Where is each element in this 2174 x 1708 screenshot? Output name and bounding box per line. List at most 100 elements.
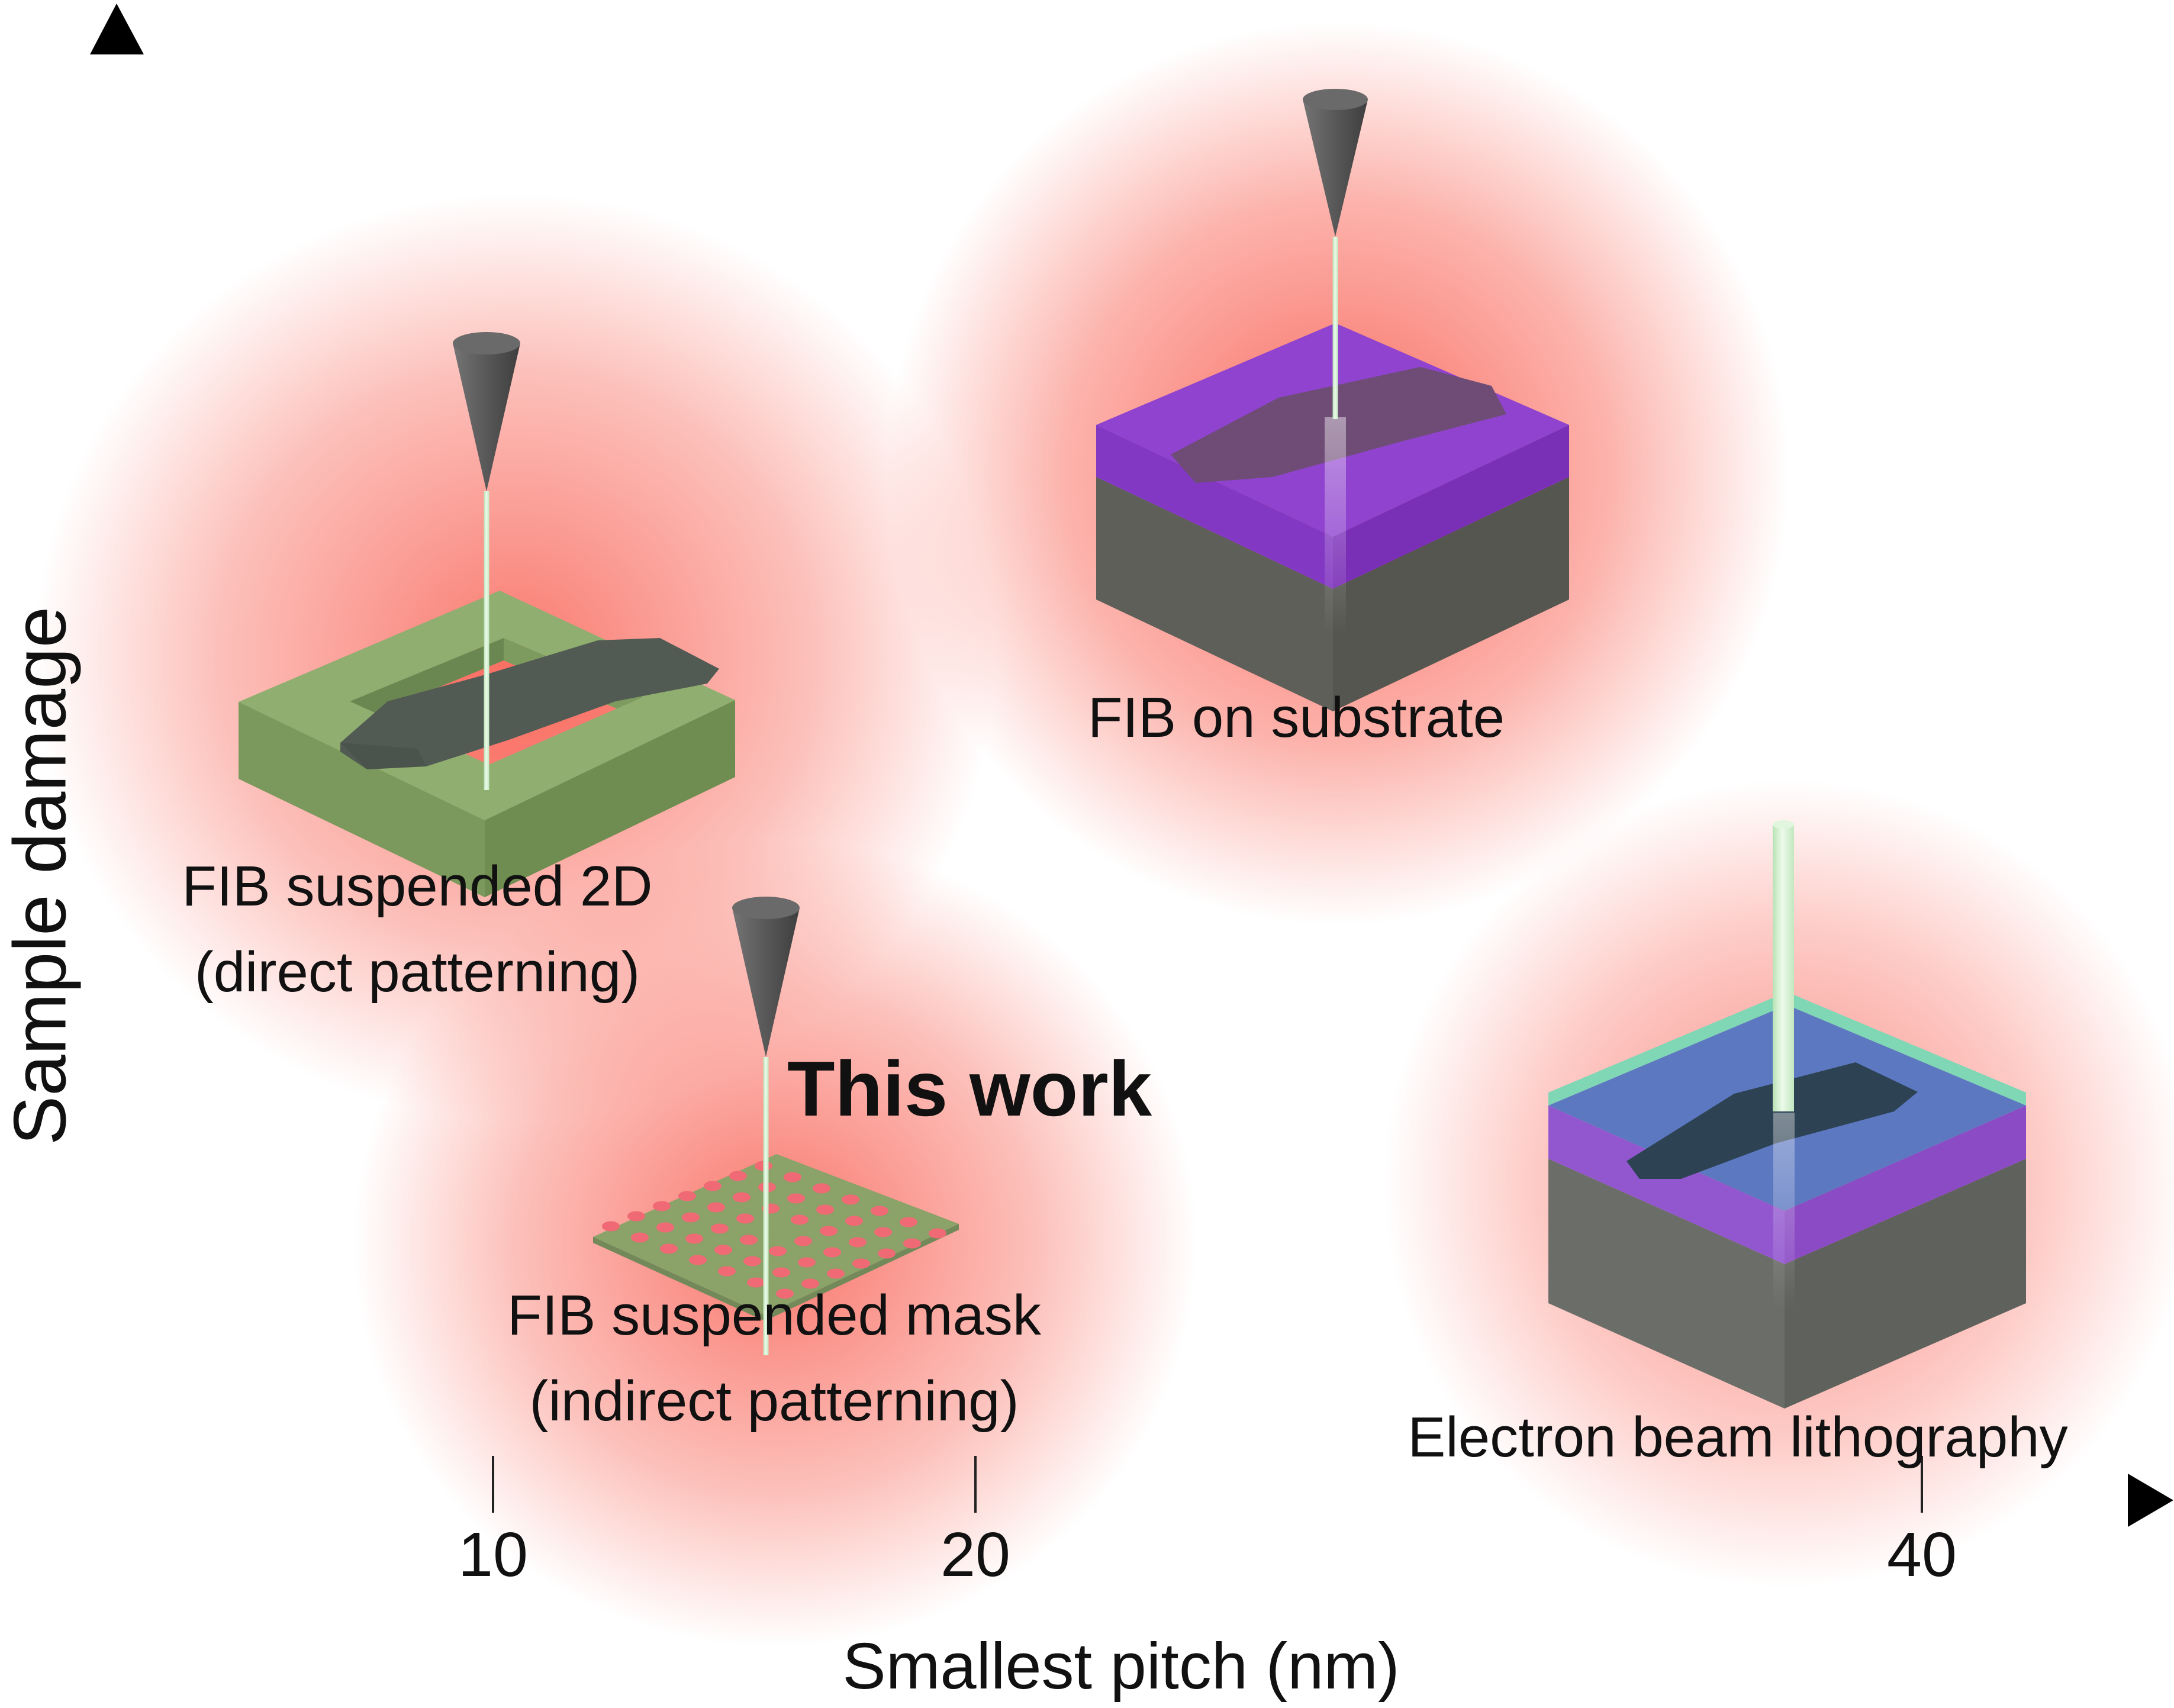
tick-mark-40	[1921, 1456, 1923, 1513]
label-line: FIB suspended mask	[507, 1284, 1041, 1347]
mask-hole	[900, 1217, 917, 1227]
mask-hole	[903, 1238, 921, 1249]
x-axis-title: Smallest pitch (nm)	[842, 1630, 1400, 1703]
tick-mark-20	[974, 1456, 977, 1513]
mask-hole	[718, 1266, 736, 1277]
label-fib-suspended-2d: FIB suspended 2D (direct patterning)	[182, 843, 652, 1015]
mask-hole	[798, 1257, 816, 1268]
mask-hole	[769, 1246, 787, 1256]
label-line: Electron beam lithography	[1408, 1406, 2068, 1469]
ebl-purple-left-face	[1548, 1106, 1785, 1264]
x-tick-label-40: 40	[1887, 1520, 1957, 1590]
mask-hole	[794, 1236, 812, 1246]
mask-hole	[852, 1258, 870, 1269]
mask-hole	[733, 1192, 751, 1203]
mask-hole	[849, 1237, 867, 1248]
mask-hole	[736, 1213, 754, 1224]
label-line: FIB suspended 2D	[182, 855, 653, 918]
mask-hole	[602, 1221, 620, 1232]
electron-beam	[1773, 824, 1794, 1111]
suspended-2d-flake-fold	[340, 743, 426, 769]
mask-hole	[729, 1171, 747, 1181]
mask-hole	[707, 1202, 725, 1213]
label-fib-suspended-mask: FIB suspended mask (indirect patterning)	[507, 1272, 1041, 1444]
x-tick-label-10: 10	[458, 1520, 528, 1590]
substrate-resist-left-face	[1096, 425, 1333, 589]
mask-hole	[874, 1227, 892, 1238]
mask-hole	[682, 1212, 700, 1223]
mask-hole	[772, 1267, 790, 1278]
label-line: (indirect patterning)	[529, 1369, 1019, 1433]
fib-suspended-2d-illustration	[239, 332, 735, 897]
mask-hole	[787, 1193, 805, 1204]
fib-tip-cone-cap	[732, 897, 800, 919]
substrate-resist-right-face	[1333, 425, 1569, 589]
y-axis-up-arrow-icon	[90, 4, 144, 54]
ion-beam	[484, 491, 489, 790]
mask-sheet	[593, 1154, 959, 1315]
mask-hole	[660, 1243, 678, 1254]
y-axis-label: Sample damage	[0, 606, 82, 1146]
ebl-illustration	[1548, 820, 2026, 1409]
x-axis-right-arrow-icon	[2128, 1474, 2173, 1527]
ebl-base-left-face	[1548, 1159, 1785, 1409]
electron-beam-top	[1773, 820, 1794, 829]
mask-holes-pattern	[602, 1161, 946, 1299]
mask-hole	[747, 1277, 765, 1288]
mask-hole	[820, 1226, 838, 1236]
fib-tip-cone-cap	[1303, 89, 1368, 110]
mask-hole	[740, 1235, 758, 1245]
tick-mark-10	[492, 1456, 494, 1513]
suspended-2d-flake	[340, 638, 719, 769]
this-work-label: This work	[787, 1045, 1152, 1132]
mask-hole	[714, 1245, 732, 1255]
mask-hole	[791, 1214, 809, 1225]
beam-reflection	[1773, 1113, 1795, 1308]
frame-front-right-face	[485, 700, 735, 897]
mask-hole	[743, 1256, 761, 1267]
mask-hole	[656, 1222, 674, 1233]
ebl-purple-right-face	[1785, 1106, 2026, 1264]
ion-beam	[1332, 237, 1338, 419]
label-ebl: Electron beam lithography	[1408, 1394, 2067, 1480]
substrate-base-right-face	[1333, 477, 1569, 711]
mask-hole	[627, 1211, 645, 1222]
mask-hole	[813, 1183, 830, 1194]
mask-hole	[827, 1268, 845, 1279]
ebl-teal-rim-left	[1548, 992, 1787, 1106]
beam-reflection	[1325, 417, 1346, 633]
mask-hole	[631, 1232, 649, 1243]
mask-hole	[678, 1191, 696, 1201]
mask-hole	[929, 1228, 946, 1239]
ion-beam	[763, 1057, 769, 1355]
substrate-base-left-face	[1096, 477, 1333, 711]
mask-hole	[711, 1223, 729, 1234]
label-line: FIB on substrate	[1087, 686, 1505, 749]
fib-tip-cone-icon	[1303, 99, 1368, 237]
ebl-teal-rim-right	[1787, 992, 2026, 1106]
mask-hole	[878, 1248, 896, 1259]
fib-suspended-mask-illustration	[593, 897, 959, 1355]
frame-front-left-face	[239, 702, 485, 897]
mask-hole	[801, 1278, 819, 1289]
mask-hole	[816, 1204, 834, 1215]
ebl-flake	[1627, 1062, 1918, 1179]
x-tick-label-20: 20	[941, 1520, 1010, 1590]
mask-hole	[685, 1233, 703, 1244]
mask-hole	[842, 1194, 859, 1205]
label-line: (direct patterning)	[194, 940, 640, 1004]
label-fib-on-substrate: FIB on substrate	[1088, 675, 1505, 760]
fib-tip-cone-cap	[453, 332, 520, 355]
mask-hole	[653, 1201, 671, 1211]
fib-tip-cone-icon	[732, 908, 800, 1057]
mask-hole	[871, 1206, 888, 1216]
fib-on-substrate-illustration	[1096, 89, 1569, 711]
mask-hole	[689, 1255, 707, 1265]
mask-hole	[704, 1181, 722, 1191]
mask-hole	[823, 1247, 841, 1258]
mask-sheet-edge-left	[593, 1237, 765, 1321]
ebl-base-right-face	[1785, 1159, 2026, 1409]
fib-tip-cone-icon	[453, 343, 520, 491]
